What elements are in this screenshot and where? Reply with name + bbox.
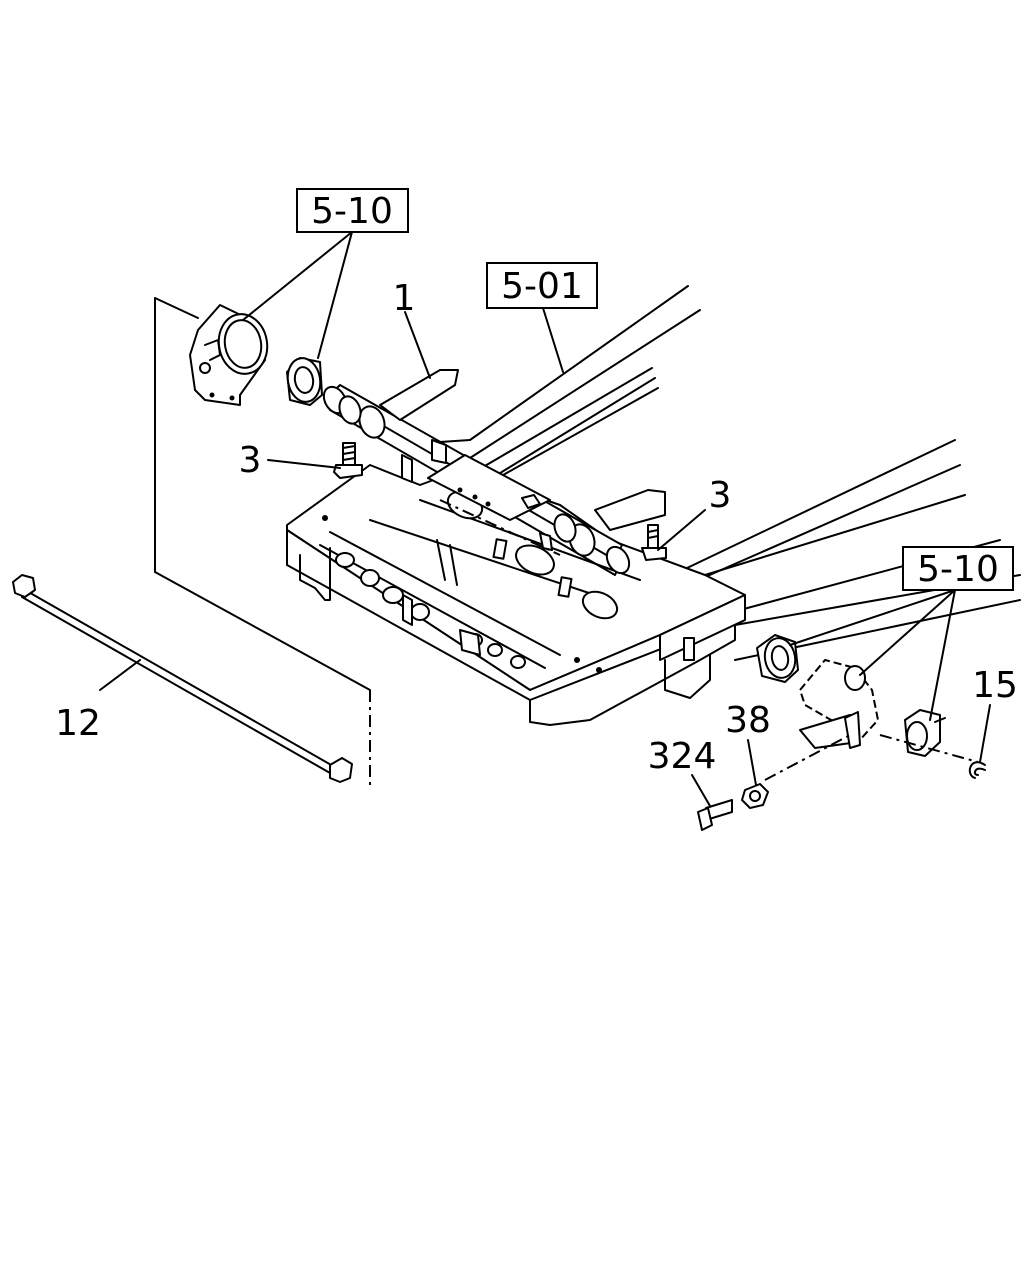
right-end-cap bbox=[904, 709, 946, 757]
left-bushing bbox=[286, 357, 323, 406]
right-bushing bbox=[756, 634, 799, 683]
ref-label: 5-10 bbox=[311, 191, 393, 232]
callout-15: 15 bbox=[972, 665, 1018, 706]
ref-box-5-10-top: 5-10 bbox=[296, 188, 409, 233]
ref-box-5-01: 5-01 bbox=[486, 262, 598, 309]
left-bracket-bushing bbox=[189, 304, 269, 406]
callout-324: 324 bbox=[648, 736, 717, 777]
ref-box-5-10-right: 5-10 bbox=[902, 546, 1014, 591]
callout-12: 12 bbox=[55, 703, 101, 744]
callout-3-right: 3 bbox=[709, 475, 732, 516]
bolt-right bbox=[641, 524, 667, 561]
link-rod bbox=[12, 574, 353, 783]
callout-38: 38 bbox=[725, 700, 771, 741]
circlip bbox=[968, 761, 986, 779]
bolt-left bbox=[333, 442, 363, 479]
callout-1: 1 bbox=[393, 278, 416, 319]
stabilizer-shaft bbox=[322, 369, 666, 576]
ref-label: 5-01 bbox=[501, 266, 583, 307]
right-bracket bbox=[799, 659, 879, 749]
ref-label: 5-10 bbox=[917, 549, 999, 590]
nut-38 bbox=[741, 783, 769, 809]
leader-lines bbox=[99, 231, 991, 807]
bolt-324 bbox=[697, 799, 733, 831]
callout-3-left: 3 bbox=[239, 440, 262, 481]
